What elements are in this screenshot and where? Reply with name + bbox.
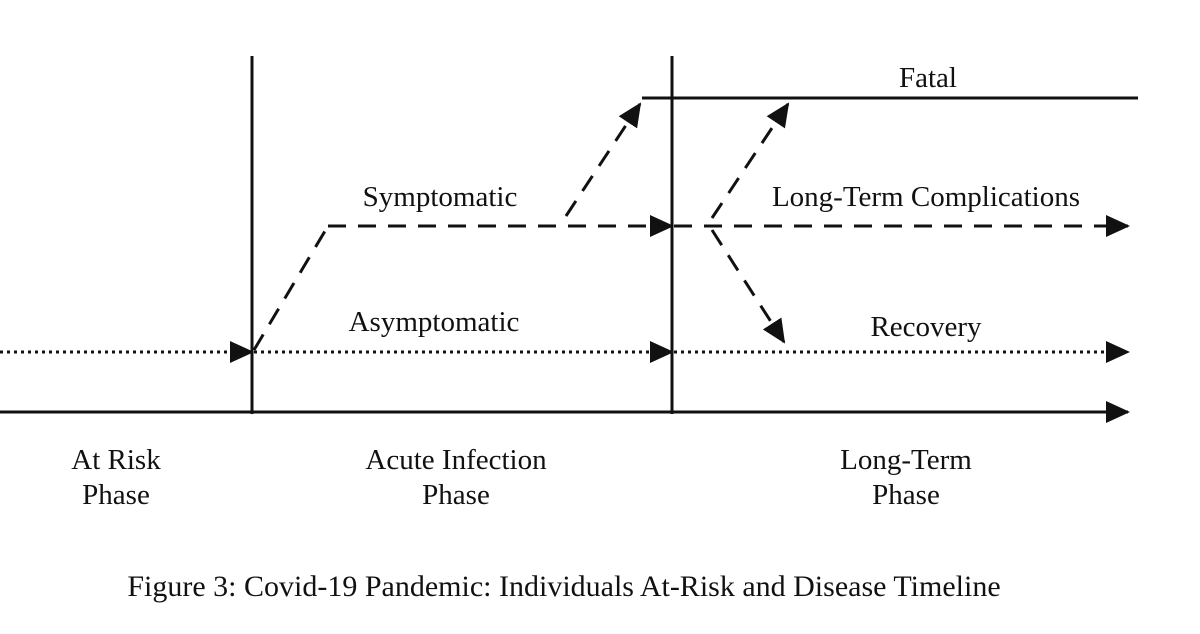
phase-label-at-risk: At Risk Phase bbox=[71, 443, 160, 513]
phase-at-risk-line2: Phase bbox=[82, 479, 150, 511]
label-asymptomatic: Asymptomatic bbox=[348, 306, 520, 338]
complications-to-fatal-dashed-arrow bbox=[710, 102, 790, 219]
phase-acute-line2: Phase bbox=[422, 479, 490, 511]
figure-caption: Figure 3: Covid-19 Pandemic: Individuals… bbox=[127, 570, 1001, 603]
phase-long-term-line1: Long-Term bbox=[840, 444, 972, 476]
symptomatic-rise-dashed bbox=[252, 225, 330, 351]
label-recovery: Recovery bbox=[870, 311, 982, 343]
phase-label-acute-infection: Acute Infection Phase bbox=[365, 443, 546, 513]
label-long-term-complications: Long-Term Complications bbox=[771, 181, 1081, 213]
phase-label-long-term: Long-Term Phase bbox=[840, 443, 972, 513]
label-symptomatic: Symptomatic bbox=[362, 181, 518, 213]
phase-acute-line1: Acute Infection bbox=[365, 444, 547, 476]
phase-at-risk-line1: At Risk bbox=[71, 444, 161, 476]
acute-to-fatal-dashed-arrow bbox=[564, 102, 642, 217]
complications-to-recovery-dashed-arrow bbox=[710, 229, 786, 344]
phase-long-term-line2: Phase bbox=[872, 479, 940, 511]
label-fatal: Fatal bbox=[899, 62, 957, 94]
